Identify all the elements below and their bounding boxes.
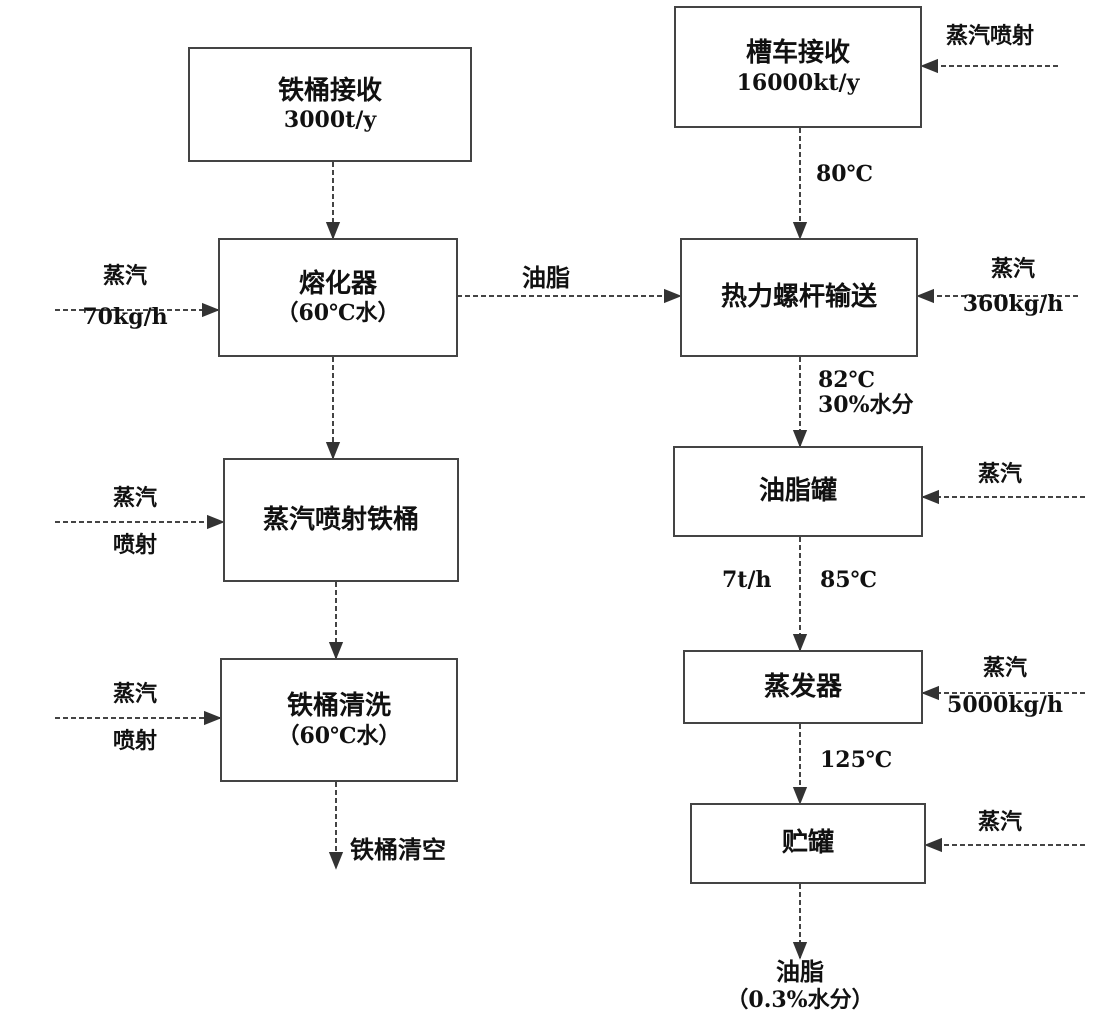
oil-tank-title: 油脂罐 xyxy=(758,476,837,507)
product-label: 油脂 （0.3%水分） xyxy=(700,957,900,1013)
temp-80-label: 80℃ xyxy=(816,161,873,187)
steam-spray-drum-box: 蒸汽喷射铁桶 xyxy=(223,458,459,582)
screw-steam-line1: 蒸汽 xyxy=(990,256,1035,282)
liquefier-title: 熔化器 xyxy=(298,268,377,299)
evaporator-title: 蒸发器 xyxy=(763,671,842,702)
drum-clean-sub: （60℃水） xyxy=(277,722,401,749)
clean-steam-line2: 喷射 xyxy=(112,727,157,754)
drum-empty-label: 铁桶清空 xyxy=(350,835,446,864)
tanker-receive-box: 槽车接收 16000kt/y xyxy=(674,6,922,128)
screw-conveyor-title: 热力螺杆输送 xyxy=(720,282,877,313)
clean-steam-label: 蒸汽 喷射 xyxy=(80,680,190,755)
after-screw-label: 82℃ 30%水分 xyxy=(818,367,914,419)
product-line2: （0.3%水分） xyxy=(726,986,874,1013)
drum-receive-box: 铁桶接收 3000t/y xyxy=(188,47,472,162)
storage-steam-label: 蒸汽 xyxy=(978,809,1023,835)
after-screw-line1: 82℃ xyxy=(818,367,875,393)
oil-tank-box: 油脂罐 xyxy=(673,446,923,537)
evaporator-steam-line1: 蒸汽 xyxy=(982,655,1027,681)
liquefier-sub: （60℃水） xyxy=(276,300,400,326)
temp-85-label: 85℃ xyxy=(820,567,877,593)
storage-tank-box: 贮罐 xyxy=(690,803,926,884)
spray-steam-label: 蒸汽 喷射 xyxy=(80,484,190,559)
drum-clean-title: 铁桶清洗 xyxy=(286,691,391,721)
liquefier-steam-line2: 70kg/h xyxy=(82,303,168,330)
steam-spray-drum-title: 蒸汽喷射铁桶 xyxy=(262,504,419,535)
drum-receive-title: 铁桶接收 xyxy=(277,75,382,106)
tanker-receive-title: 槽车接收 xyxy=(745,38,850,68)
after-screw-line2: 30%水分 xyxy=(818,392,914,419)
flow-rate-label: 7t/h xyxy=(722,567,772,593)
liquefier-steam-label: 蒸汽 70kg/h xyxy=(70,262,180,331)
liquefier-box: 熔化器 （60℃水） xyxy=(218,238,458,357)
evaporator-steam-line2: 5000kg/h xyxy=(947,691,1063,718)
spray-steam-line2: 喷射 xyxy=(112,531,157,558)
screw-steam-label: 蒸汽 360kg/h xyxy=(948,255,1078,318)
screw-steam-line2: 360kg/h xyxy=(962,290,1064,317)
screw-conveyor-box: 热力螺杆输送 xyxy=(680,238,918,357)
spray-steam-line1: 蒸汽 xyxy=(112,485,157,511)
drum-receive-sub: 3000t/y xyxy=(283,107,377,133)
clean-steam-line1: 蒸汽 xyxy=(112,681,157,707)
tanker-steam-label: 蒸汽喷射 xyxy=(946,23,1035,49)
temp-125-label: 125℃ xyxy=(820,747,893,773)
evaporator-steam-label: 蒸汽 5000kg/h xyxy=(940,654,1070,719)
storage-tank-title: 贮罐 xyxy=(781,828,834,859)
product-line1: 油脂 xyxy=(776,957,824,986)
oil-link-label: 油脂 xyxy=(522,263,570,292)
liquefier-steam-line1: 蒸汽 xyxy=(102,263,147,289)
drum-clean-box: 铁桶清洗 （60℃水） xyxy=(220,658,458,782)
evaporator-box: 蒸发器 xyxy=(683,650,923,724)
oil-tank-steam-label: 蒸汽 xyxy=(978,461,1023,487)
tanker-receive-sub: 16000kt/y xyxy=(736,69,860,96)
